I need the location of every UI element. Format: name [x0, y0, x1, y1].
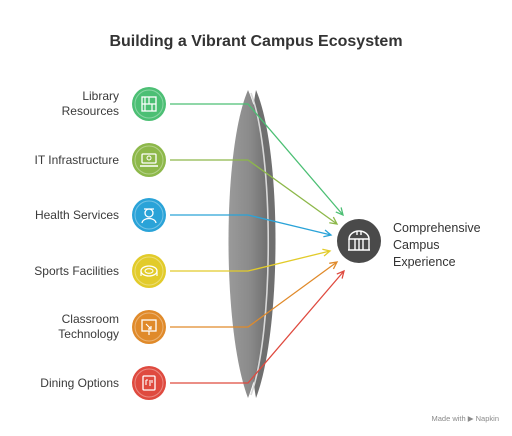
- output-label-line: Comprehensive: [393, 221, 481, 235]
- input-label-line: Resources: [61, 104, 119, 118]
- campus-building-icon: [337, 219, 381, 263]
- napkin-logo-icon: ▶: [467, 414, 474, 423]
- diagram-title: Building a Vibrant Campus Ecosystem: [109, 33, 403, 50]
- footer-brand: Napkin: [475, 414, 499, 423]
- connector-line: [170, 159, 338, 225]
- input-label-line: Library: [82, 89, 119, 103]
- output-node: [337, 219, 381, 263]
- footer-prefix: Made with: [431, 414, 466, 423]
- menu-icon: [132, 366, 166, 400]
- output-label-line: Experience: [393, 255, 456, 269]
- output-label-line: Campus: [393, 238, 440, 252]
- connector-line: [170, 103, 344, 216]
- library-icon: [132, 87, 166, 121]
- connector-line: [170, 214, 332, 236]
- input-label-line: Technology: [58, 327, 119, 341]
- arrow-head: [329, 261, 339, 270]
- stadium-icon: [132, 254, 166, 288]
- made-with-footer: Made with ▶ Napkin: [431, 414, 499, 423]
- laptop-network-icon: [132, 143, 166, 177]
- input-label: IT Infrastructure: [0, 153, 119, 168]
- arrow-head: [329, 216, 339, 225]
- arrows: [170, 103, 345, 384]
- input-label: Dining Options: [0, 376, 119, 391]
- input-label: Health Services: [0, 208, 119, 223]
- arrow-head: [336, 269, 345, 279]
- input-label-line: IT Infrastructure: [34, 152, 119, 167]
- nurse-icon: [132, 198, 166, 232]
- output-label: Comprehensive Campus Experience: [393, 220, 503, 271]
- connector-line: [170, 250, 331, 272]
- connector-line: [170, 270, 345, 384]
- connector-line: [170, 261, 338, 328]
- input-label-line: Classroom: [61, 312, 119, 326]
- input-label-line: Dining Options: [40, 375, 119, 390]
- arrow-head: [323, 229, 333, 238]
- lens: [228, 90, 276, 398]
- input-label: Sports Facilities: [0, 264, 119, 279]
- input-icons: [132, 87, 166, 400]
- lens-edge-highlight: [250, 92, 270, 396]
- arrow-head: [335, 207, 344, 217]
- arrow-head: [322, 248, 332, 257]
- input-label-line: Health Services: [34, 207, 119, 222]
- input-label-line: Sports Facilities: [34, 263, 119, 278]
- interactive-board-icon: [132, 310, 166, 344]
